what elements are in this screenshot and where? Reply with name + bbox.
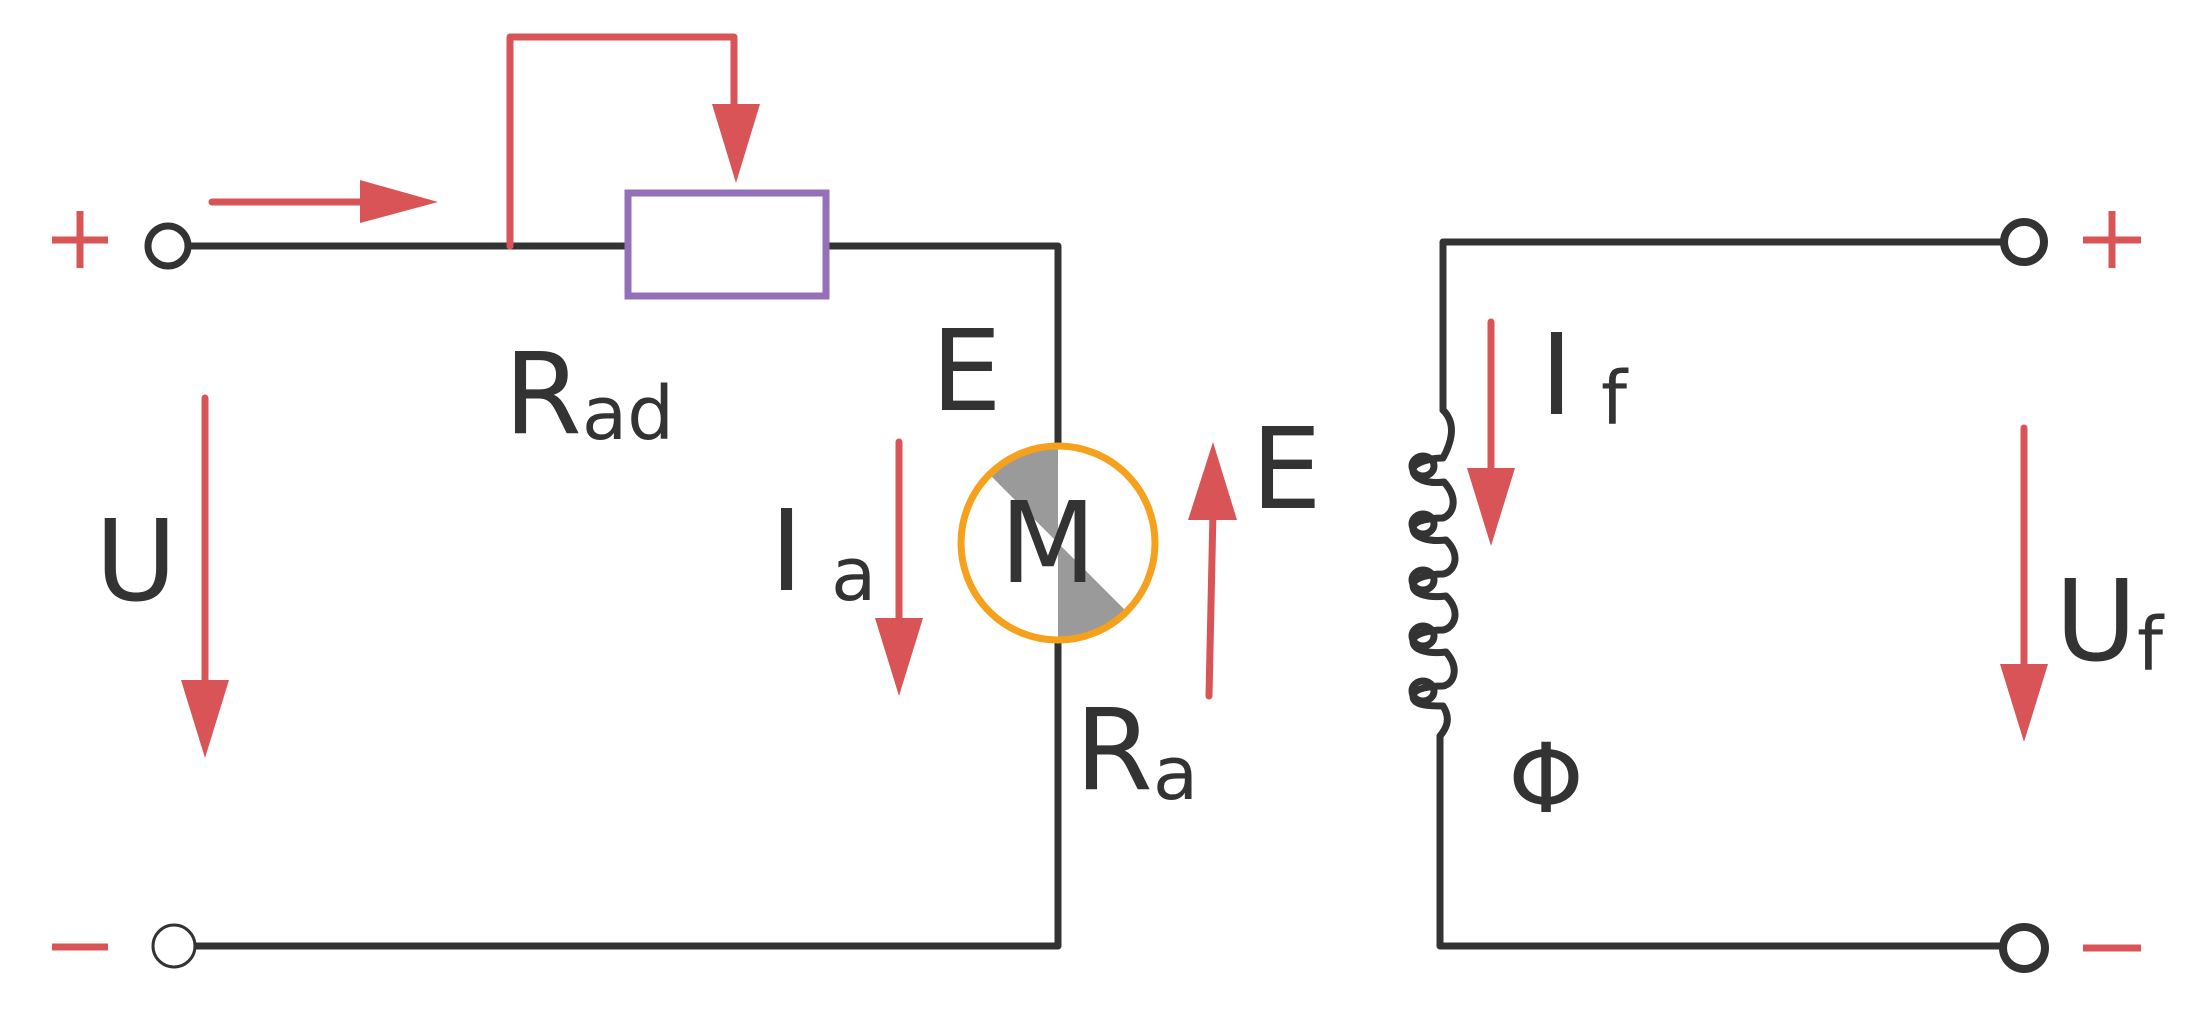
rheostat-tap-arrow-icon <box>712 104 760 183</box>
terminal-left-plus-icon <box>144 222 192 270</box>
armature-wires <box>184 242 1062 950</box>
label-ra-main: R <box>1075 686 1153 816</box>
label-uf-main: U <box>2055 557 2137 687</box>
label-if-sub: f <box>1601 356 1629 442</box>
top-wire-right <box>822 242 1062 452</box>
emf-arrow-shaft <box>1205 508 1217 700</box>
armature-current-arrow-head-icon <box>875 618 923 696</box>
motor-shade-lower <box>1058 543 1127 640</box>
left-plus-sign <box>52 211 108 268</box>
emf-arrow-head-icon <box>1188 442 1237 520</box>
field-voltage-arrow-head-icon <box>2000 664 2048 742</box>
label-ra-sub: a <box>1153 731 1198 817</box>
label-ia-main: I <box>770 487 803 617</box>
label-e-right: E <box>1251 405 1322 535</box>
motor-shade-upper <box>989 446 1058 543</box>
label-rad: Rad <box>504 330 674 460</box>
emf-arrow <box>1188 442 1237 700</box>
terminal-right-plus-icon <box>2000 218 2048 266</box>
rheostat-tap-wire <box>506 33 738 250</box>
terminal-left-minus-icon <box>151 923 197 969</box>
motor-label: M <box>1000 479 1097 609</box>
label-ia-sub: a <box>831 532 876 618</box>
label-phi: Φ <box>1508 723 1584 835</box>
label-rad-main: R <box>504 330 582 460</box>
motor-ring <box>957 442 1159 644</box>
input-current-arrow <box>208 180 438 223</box>
bottom-wire <box>192 636 1062 950</box>
rheostat-tap <box>506 33 760 250</box>
label-if-main: I <box>1540 311 1573 441</box>
field-bottom-wire <box>1436 732 2009 950</box>
resistor-rad <box>624 189 830 300</box>
right-plus-sign <box>2083 211 2141 268</box>
armature-current-arrow <box>875 438 923 696</box>
field-current-arrow-head-icon <box>1467 468 1515 546</box>
motor: M <box>957 442 1159 644</box>
label-rad-sub: ad <box>582 371 674 457</box>
field-top-wire <box>1439 238 2007 414</box>
input-current-arrow-head-icon <box>360 180 438 223</box>
voltage-u-arrow-head-icon <box>181 680 229 758</box>
field-voltage-arrow <box>2000 424 2048 742</box>
voltage-u-arrow <box>181 394 229 758</box>
label-e-top: E <box>931 307 1002 437</box>
field-wires <box>1436 238 2009 950</box>
label-ra: Ra <box>1075 686 1198 817</box>
terminal-right-minus-icon <box>1999 923 2049 973</box>
label-uf: Uf <box>2055 557 2165 688</box>
field-coil-turns <box>1408 452 1438 705</box>
field-current-arrow <box>1467 318 1515 546</box>
label-u: U <box>95 497 177 627</box>
label-uf-sub: f <box>2137 602 2165 688</box>
